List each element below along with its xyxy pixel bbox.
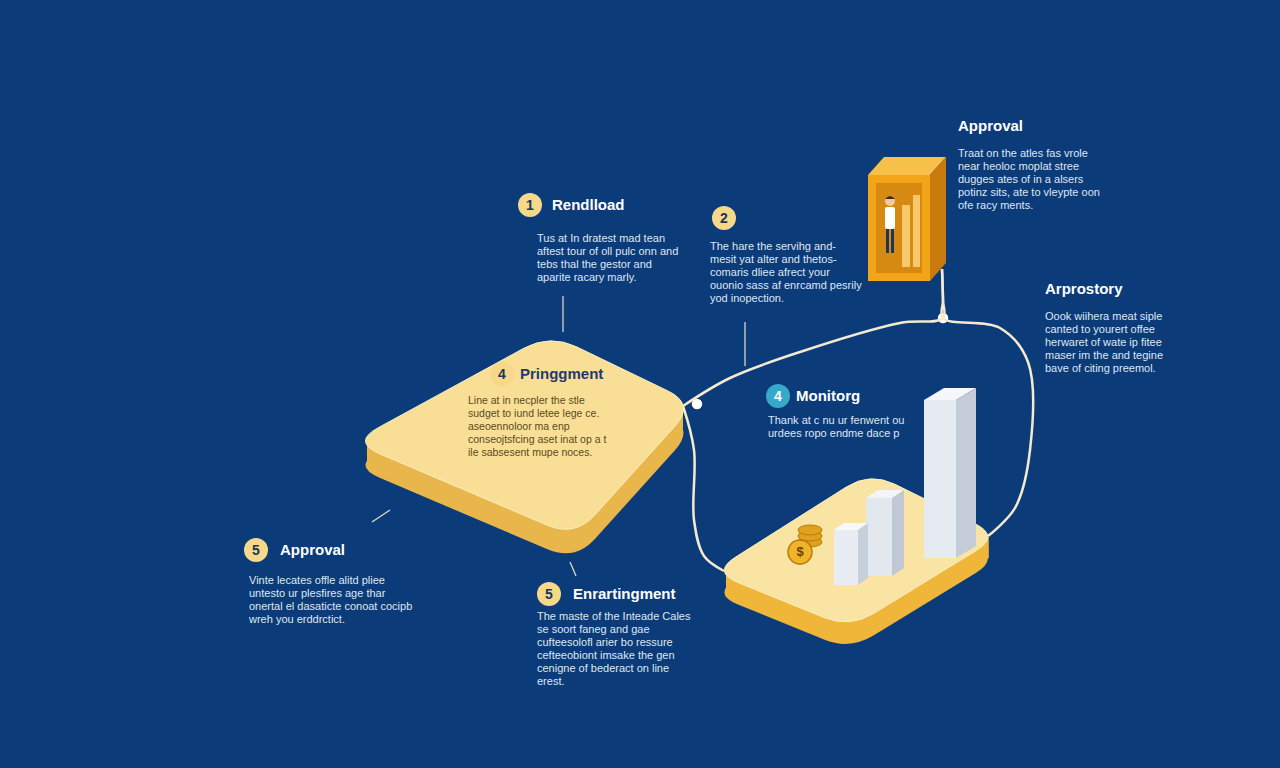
heading-text: Approval: [958, 117, 1023, 135]
tower-block: [924, 388, 976, 558]
heading-text: Pringgment: [520, 365, 603, 383]
heading-text: Approval: [280, 541, 345, 559]
callout-number: 5: [537, 582, 561, 606]
coin-symbol: $: [793, 544, 807, 560]
body-text: The maste of the Inteade Cales se soort …: [537, 610, 699, 688]
body-text: Vinte lecates offle alitd pliee untesto …: [249, 574, 419, 626]
slab-top: [365, 341, 683, 529]
body-text: Traat on the atles fas vrole near heoloc…: [958, 147, 1108, 212]
bar-block: [902, 205, 910, 267]
coin-stack: [788, 525, 822, 564]
callout-number: 2: [712, 206, 736, 230]
callout-number: 4: [490, 362, 514, 386]
process-node: 4 MonitorgThank at c nu ur fenwent ou urd…: [706, 380, 1006, 652]
archive-cube: [866, 153, 948, 283]
body-text: Thank at c nu ur fenwent ou urdees ropo …: [768, 414, 918, 440]
leader-line: [562, 296, 563, 332]
callout-number: 4: [766, 384, 790, 408]
leader-line: [570, 562, 576, 576]
archive-cube: [868, 157, 946, 281]
heading-text: Enrartingment: [573, 585, 676, 603]
heading-text: Rendlload: [552, 196, 625, 214]
process-node: 4 PringgmentLine at in necpler the stle s…: [350, 332, 700, 567]
callout-number: 1: [518, 193, 542, 217]
bar-block: [913, 195, 920, 267]
body-text: Line at in necpler the stle sudget to iu…: [468, 394, 608, 459]
heading-text: Arprostory: [1045, 280, 1123, 298]
connector-line: [683, 406, 724, 571]
leader-line: [744, 322, 745, 366]
body-text: Oook wiihera meat siple canted to yourer…: [1045, 310, 1185, 375]
heading-text: Monitorg: [796, 387, 860, 405]
body-text: Tus at In dratest mad tean aftest tour o…: [537, 232, 687, 284]
small-block: [834, 523, 868, 585]
person-figure: [885, 196, 895, 253]
small-block: [866, 490, 904, 576]
callout-number: 5: [244, 538, 268, 562]
process-node: ApprovalTraat on the atles fas vrole nea…: [866, 115, 1126, 290]
cube-opening: [876, 183, 922, 273]
leader-line: [372, 510, 390, 522]
body-text: The hare the servihg and- mesit yat alte…: [710, 240, 865, 305]
